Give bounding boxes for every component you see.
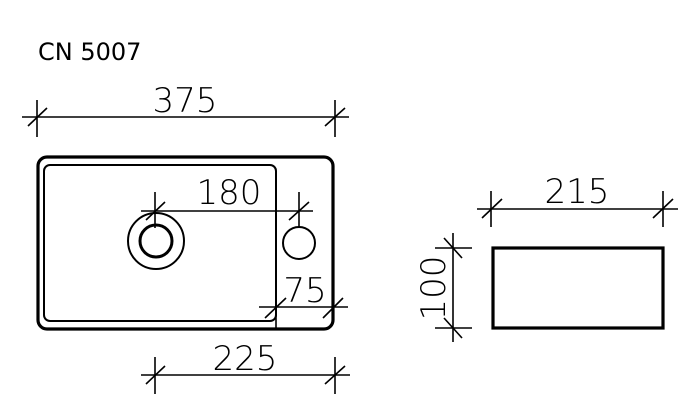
- dimension-tap-to-drain: [141, 192, 313, 228]
- dimension-label-height: 100: [414, 256, 454, 321]
- dimension-label-tap-to-drain: 180: [197, 173, 262, 213]
- side-view: 215 100: [414, 172, 678, 342]
- drain-outer-ring: [127, 212, 185, 270]
- dimension-label-depth: 215: [545, 172, 610, 212]
- dimension-depth: [477, 191, 678, 227]
- basin-outer-outline: [36, 155, 335, 331]
- top-view: 375 180 75: [22, 81, 350, 394]
- model-title: CN 5007: [38, 38, 141, 66]
- basin-bowl-outline: [43, 164, 277, 322]
- tap-hole: [282, 226, 316, 260]
- dimension-label-drain-offset: 225: [213, 339, 278, 379]
- dimension-overall-width: [22, 100, 349, 137]
- dimension-drain-offset: [141, 357, 350, 394]
- dimension-height: [435, 233, 472, 342]
- drain-hole: [138, 223, 174, 259]
- dimension-label-tap-deck-width: 75: [283, 271, 326, 311]
- dimension-label-overall-width: 375: [153, 81, 218, 121]
- dimension-tap-deck-width: [259, 297, 348, 319]
- side-profile-outline: [491, 246, 665, 330]
